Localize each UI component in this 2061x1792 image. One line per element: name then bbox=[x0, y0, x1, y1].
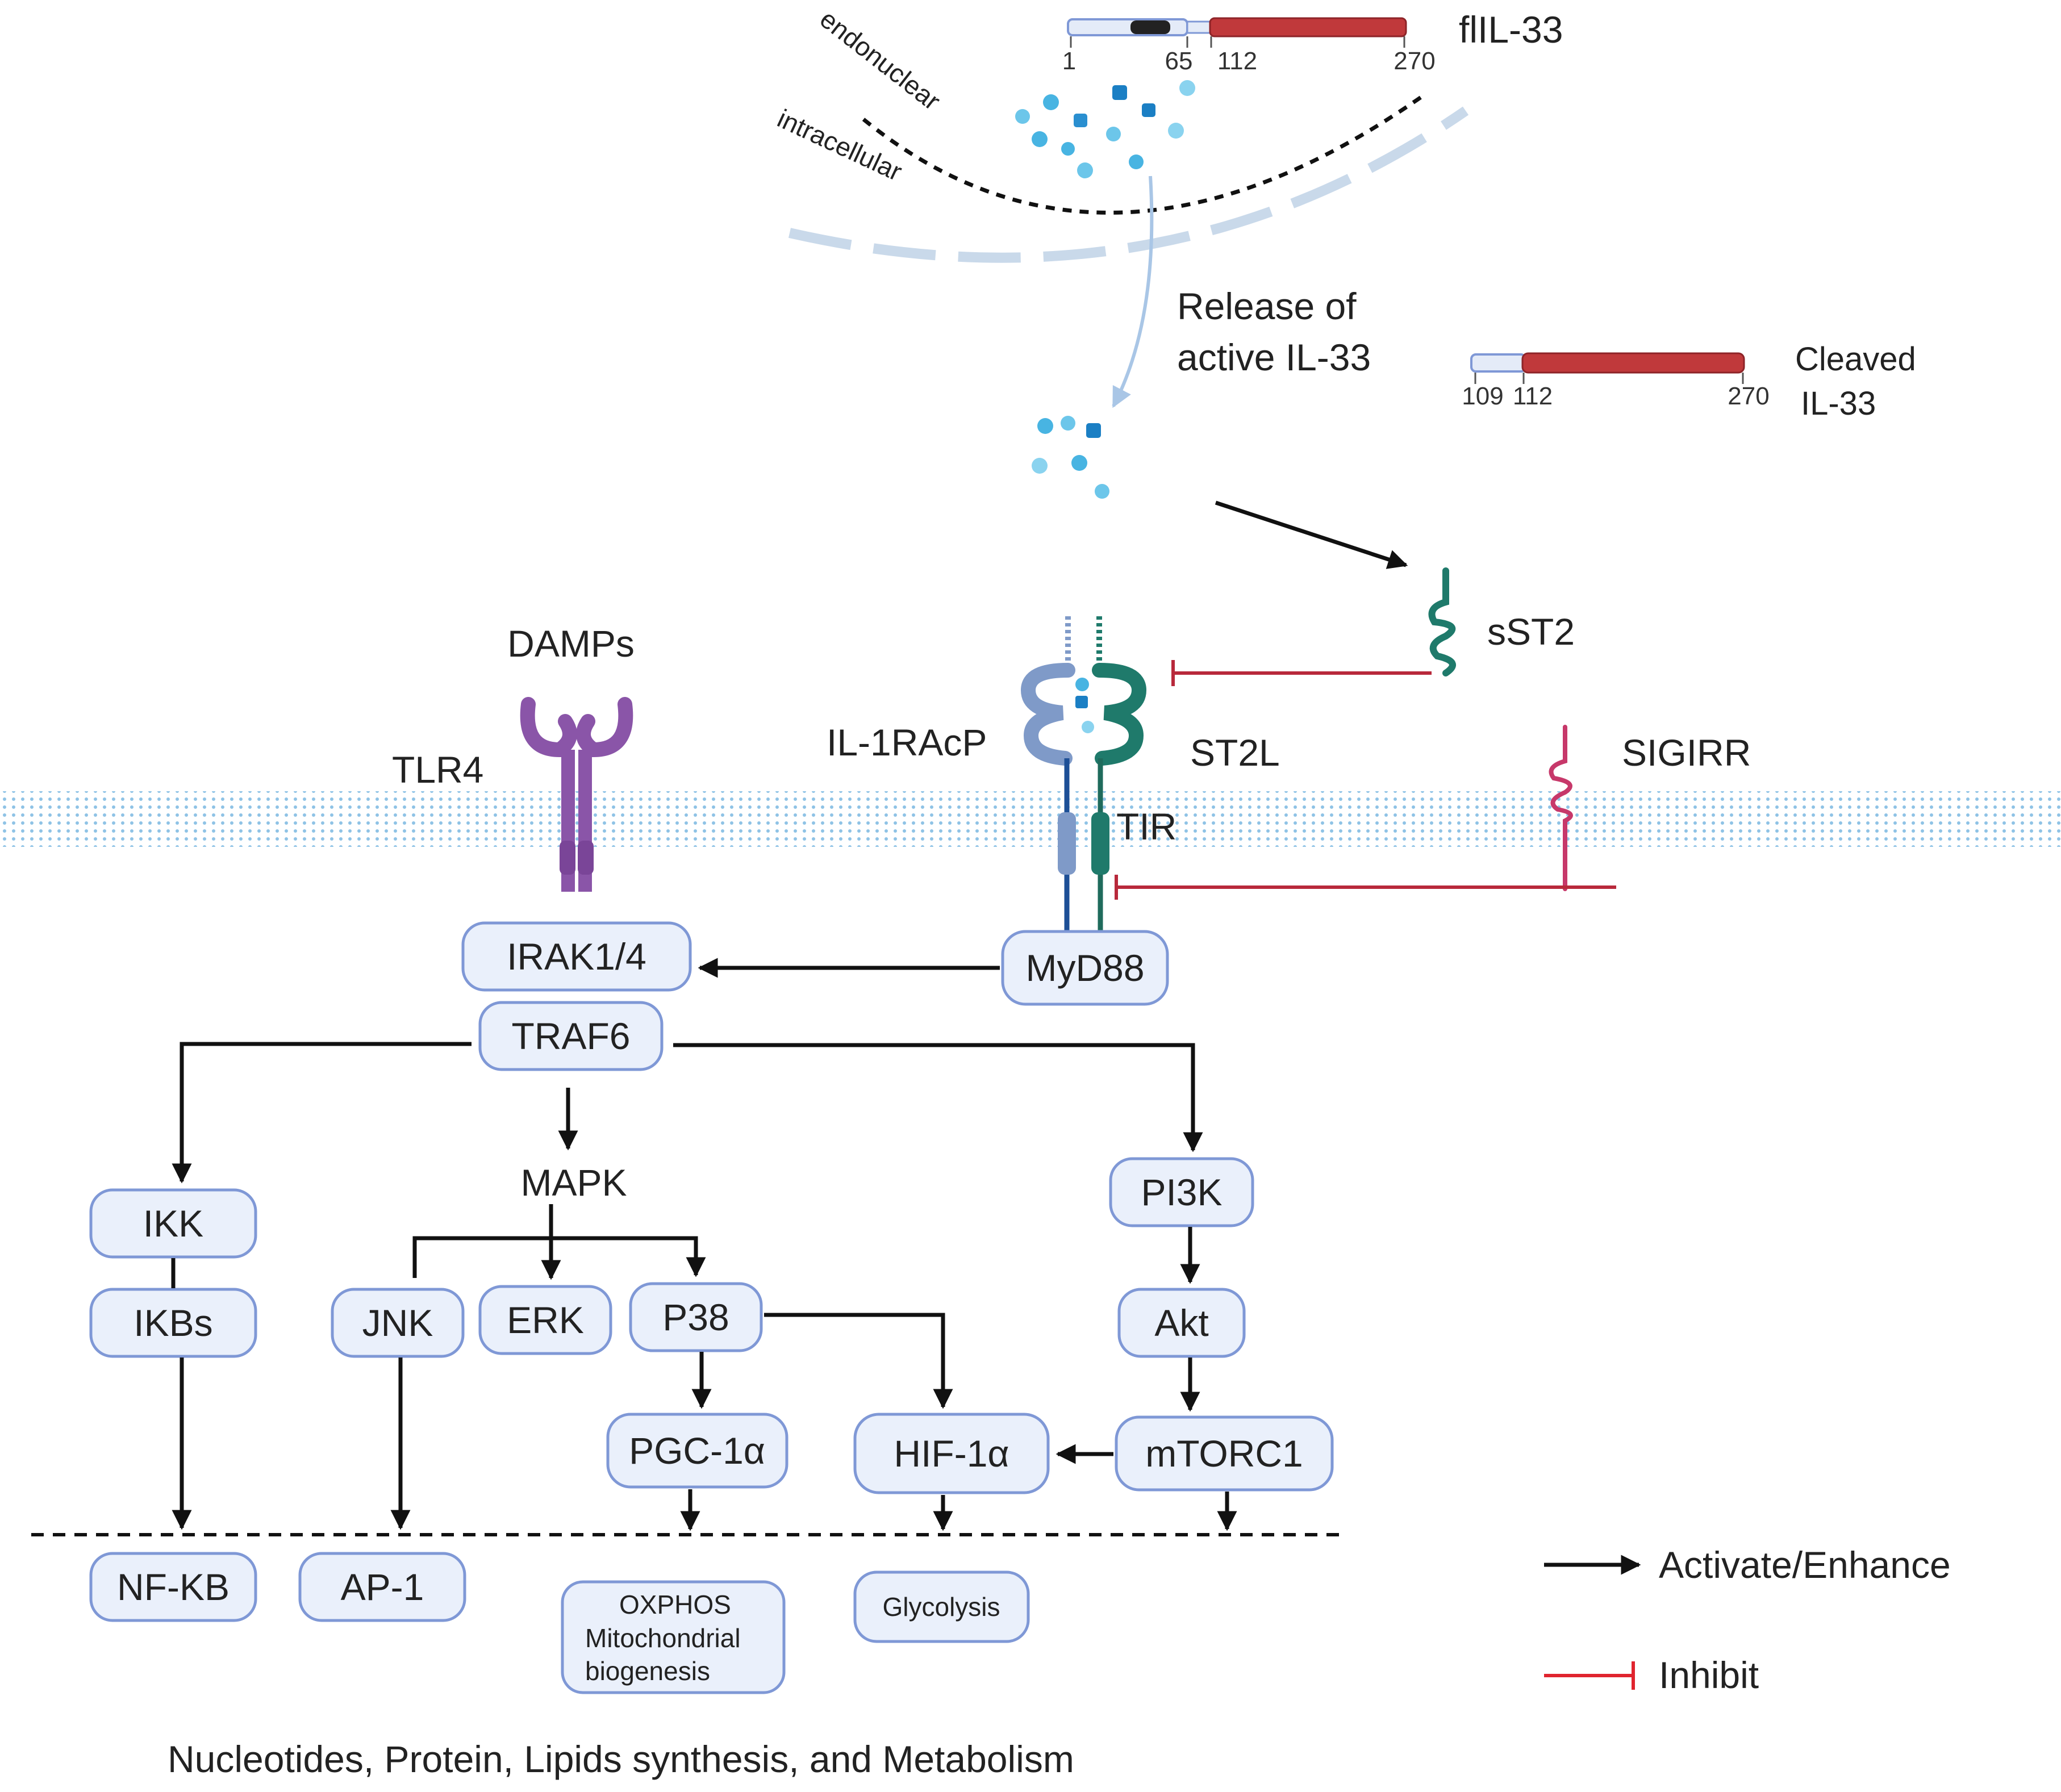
st2l-label: ST2L bbox=[1190, 732, 1280, 774]
akt-label: Akt bbox=[1154, 1302, 1208, 1344]
legend: Activate/Enhance Inhibit bbox=[1544, 1544, 1951, 1696]
nuclear-envelope bbox=[862, 92, 1428, 215]
ap1-label: AP-1 bbox=[341, 1566, 424, 1608]
tlr4-label: TLR4 bbox=[392, 749, 483, 791]
cleaved-label-line1: Cleaved bbox=[1795, 341, 1916, 378]
oxphos-label-line1: OXPHOS bbox=[619, 1590, 731, 1619]
node-erk: ERK bbox=[478, 1285, 612, 1355]
release-arrow bbox=[1112, 176, 1154, 408]
extracellular-il33-particles bbox=[1032, 416, 1109, 499]
il1racp-st2l-complex bbox=[1020, 616, 1147, 931]
fl-tick-1: 1 bbox=[1062, 47, 1076, 75]
legend-inhibit-label: Inhibit bbox=[1659, 1654, 1759, 1696]
node-ikk: IKK bbox=[89, 1188, 257, 1259]
pi3k-label: PI3K bbox=[1141, 1171, 1222, 1213]
p38-label: P38 bbox=[662, 1296, 729, 1338]
release-label-line1: Release of bbox=[1177, 285, 1357, 327]
intracellular-label: intracellular bbox=[773, 103, 907, 187]
node-irak: IRAK1/4 bbox=[461, 921, 692, 992]
oxphos-label-line2: Mitochondrial bbox=[585, 1623, 741, 1653]
tir-label: TIR bbox=[1116, 805, 1176, 847]
cleaved-il33-domain-bar bbox=[1470, 352, 1745, 384]
sigirr-label: SIGIRR bbox=[1622, 732, 1751, 774]
damps-label: DAMPs bbox=[507, 623, 635, 665]
sigirr-receptor bbox=[1549, 725, 1573, 891]
node-ikbs: IKBs bbox=[89, 1288, 257, 1358]
oxphos-label-line3: biogenesis bbox=[585, 1656, 710, 1686]
hif1a-label: HIF-1α bbox=[894, 1432, 1009, 1474]
node-myd88: MyD88 bbox=[1001, 930, 1169, 1006]
node-hif1a: HIF-1α bbox=[853, 1413, 1050, 1494]
cleaved-label-line2: IL-33 bbox=[1801, 385, 1876, 422]
full-length-il33-domain-bar bbox=[1067, 17, 1407, 48]
footer-caption: Nucleotides, Protein, Lipids synthesis, … bbox=[168, 1738, 1074, 1780]
plasma-membrane bbox=[0, 791, 2061, 847]
node-jnk: JNK bbox=[331, 1288, 465, 1358]
ikk-label: IKK bbox=[143, 1202, 203, 1244]
sst2-molecule bbox=[1428, 567, 1456, 676]
node-pi3k: PI3K bbox=[1109, 1157, 1254, 1227]
node-mtorc1: mTORC1 bbox=[1115, 1415, 1334, 1492]
fl-tick-65: 65 bbox=[1165, 47, 1193, 75]
traf6-label: TRAF6 bbox=[511, 1015, 630, 1057]
ikbs-label: IKBs bbox=[133, 1302, 212, 1344]
fl-tick-112: 112 bbox=[1217, 47, 1257, 75]
cell-membrane-top bbox=[788, 106, 1469, 263]
node-p38: P38 bbox=[629, 1282, 763, 1352]
node-pgc1a: PGC-1α bbox=[606, 1413, 788, 1489]
node-glycolysis: Glycolysis bbox=[853, 1570, 1030, 1643]
endonuclear-label: endonuclear bbox=[815, 4, 946, 116]
nuclear-il33-particles bbox=[1015, 80, 1195, 178]
cleaved-tick-112: 112 bbox=[1513, 382, 1553, 410]
pgc1a-label: PGC-1α bbox=[629, 1430, 765, 1472]
cleaved-tick-270: 270 bbox=[1728, 382, 1769, 410]
nfkb-label: NF-KB bbox=[117, 1566, 230, 1608]
cleaved-tick-109: 109 bbox=[1462, 382, 1503, 410]
flil33-label: flIL-33 bbox=[1459, 9, 1563, 51]
mtorc1-label: mTORC1 bbox=[1145, 1432, 1303, 1474]
erk-label: ERK bbox=[507, 1299, 584, 1341]
sst2-label: sST2 bbox=[1487, 611, 1575, 653]
release-label-line2: active IL-33 bbox=[1177, 336, 1371, 378]
fl-tick-270: 270 bbox=[1394, 47, 1435, 75]
node-akt: Akt bbox=[1117, 1288, 1246, 1358]
node-nfkb: NF-KB bbox=[89, 1552, 257, 1622]
node-traf6: TRAF6 bbox=[478, 1001, 664, 1071]
myd88-label: MyD88 bbox=[1025, 947, 1144, 989]
il33-to-sst2-arrow bbox=[1215, 500, 1408, 569]
tlr4-receptor bbox=[520, 697, 633, 892]
activation-arrows bbox=[171, 958, 1237, 1531]
legend-activate-label: Activate/Enhance bbox=[1659, 1544, 1951, 1586]
il1racp-label: IL-1RAcP bbox=[827, 721, 987, 763]
jnk-label: JNK bbox=[362, 1302, 433, 1344]
node-ap1: AP-1 bbox=[298, 1552, 466, 1622]
sigirr-inhibit-line bbox=[1116, 885, 1616, 889]
irak-label: IRAK1/4 bbox=[507, 935, 646, 978]
node-oxphos: OXPHOS Mitochondrial biogenesis bbox=[561, 1580, 786, 1694]
glycolysis-label: Glycolysis bbox=[882, 1592, 1000, 1622]
mapk-label: MAPK bbox=[520, 1162, 627, 1204]
